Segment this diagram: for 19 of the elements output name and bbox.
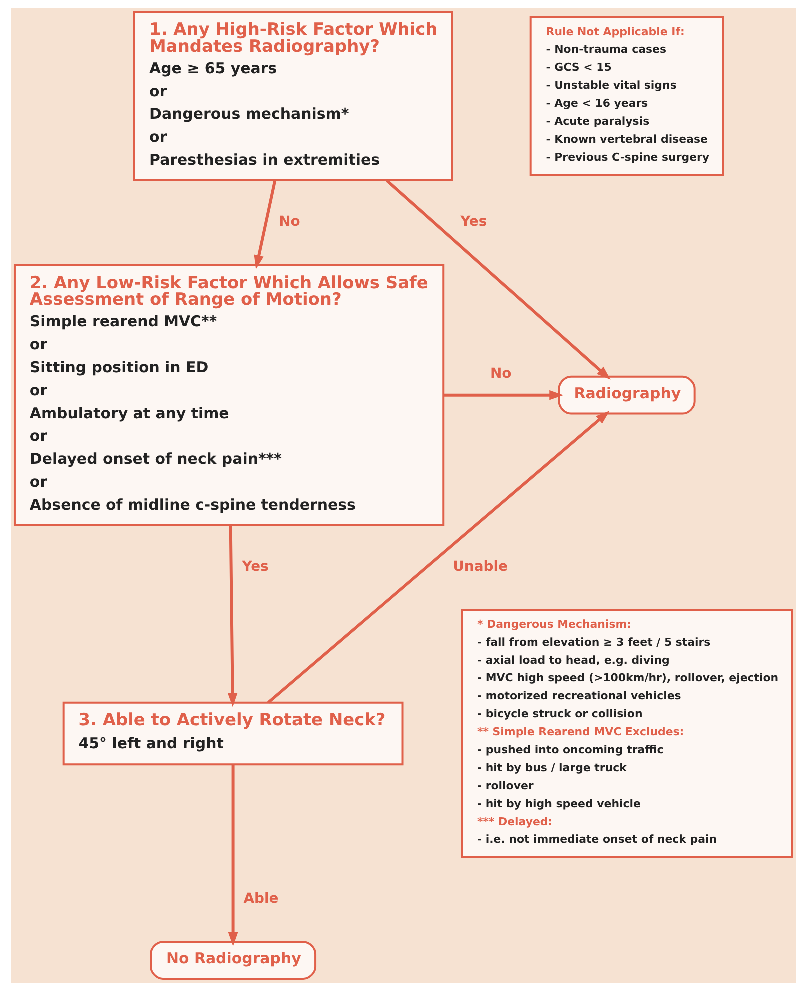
node-box: 1. Any High-Risk Factor Which Mandates Radiography? Age ≥ 65 years or Dangerous mechanism* or Paresthesias in extremities [132, 11, 453, 182]
node-box: 2. Any Low-Risk Factor Which Allows Safe Assessment of Range of Motion? Simple rearend MVC** or Sitting position in ED or Ambulatory at any time or Delayed onset of neck pain*** or Absence of midline c-spine tenderness [13, 264, 444, 526]
edge-label: No [490, 366, 512, 382]
arrow [443, 390, 564, 400]
edge-label: Yes [242, 558, 268, 575]
node-box: Rule Not Applicable If: - Non-trauma cases - GCS < 15 - Unstable vital signs - Age < 16 years - Acute paralysis - Known vertebral disease - Previous C-spine surgery [529, 16, 724, 176]
edge-label: Unable [452, 558, 508, 575]
edge-label: Able [243, 890, 278, 907]
arrow [254, 180, 276, 270]
arrow [228, 765, 238, 947]
node-box: No Radiography [150, 941, 316, 980]
node-box: Radiography [558, 376, 696, 415]
arrow [266, 410, 610, 704]
arrow [227, 525, 238, 708]
arrow [386, 180, 610, 380]
node-box: 3. Able to Actively Rotate Neck? 45° left and right [62, 702, 404, 766]
edge-label: No [278, 214, 300, 230]
node-box: * Dangerous Mechanism: - fall from elevation ≥ 3 feet / 5 stairs - axial load to head, e.g. diving - MVC high speed (>100km/hr), rollover, ejection - motorized recreational vehicles - bicycle struck or collision ** Simple Rearend MVC Excludes: - pushed into oncoming traffic - hit by bus / large truck - rollover - hit by high speed vehicle *** Delayed: - i.e. not immediate onset of neck pain [460, 609, 793, 858]
edge-label: Yes [460, 214, 487, 230]
